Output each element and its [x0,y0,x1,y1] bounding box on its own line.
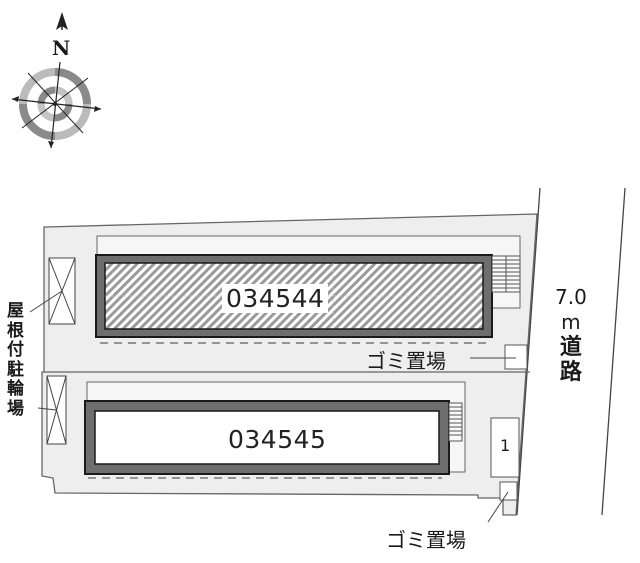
stairs-lower [448,402,463,442]
label-char: 根 [7,320,24,341]
bicycle-parking-upper [48,257,76,325]
road-unit: m [561,310,581,334]
garbage-label-1: ゴミ置場 [366,349,446,373]
label-char: 場 [7,398,24,419]
parking-space-number: 1 [500,436,511,455]
north-label: N [52,36,71,60]
bicycle-parking-lower [46,375,67,445]
building-label-034544: 034544 [222,284,329,313]
road-width: 7.0 [555,285,587,309]
label-char: 駐 [7,359,24,380]
label-char: 輪 [7,379,24,399]
compass-rose-icon [11,12,102,149]
label-char: 屋 [7,301,24,321]
road-label: 7.0 m 道 路 [555,285,587,385]
stairs-upper [491,255,521,293]
garbage-area-2 [499,481,518,501]
garbage-area-1 [504,344,528,370]
parking-space-1 [490,417,520,478]
building-label-034545: 034545 [228,425,327,454]
road-char: 路 [559,360,582,385]
road-char: 道 [559,335,582,360]
garbage-label-2: ゴミ置場 [386,528,466,552]
label-char: 付 [7,340,24,360]
bicycle-parking-label: 屋 根 付 駐 輪 場 [7,301,24,419]
